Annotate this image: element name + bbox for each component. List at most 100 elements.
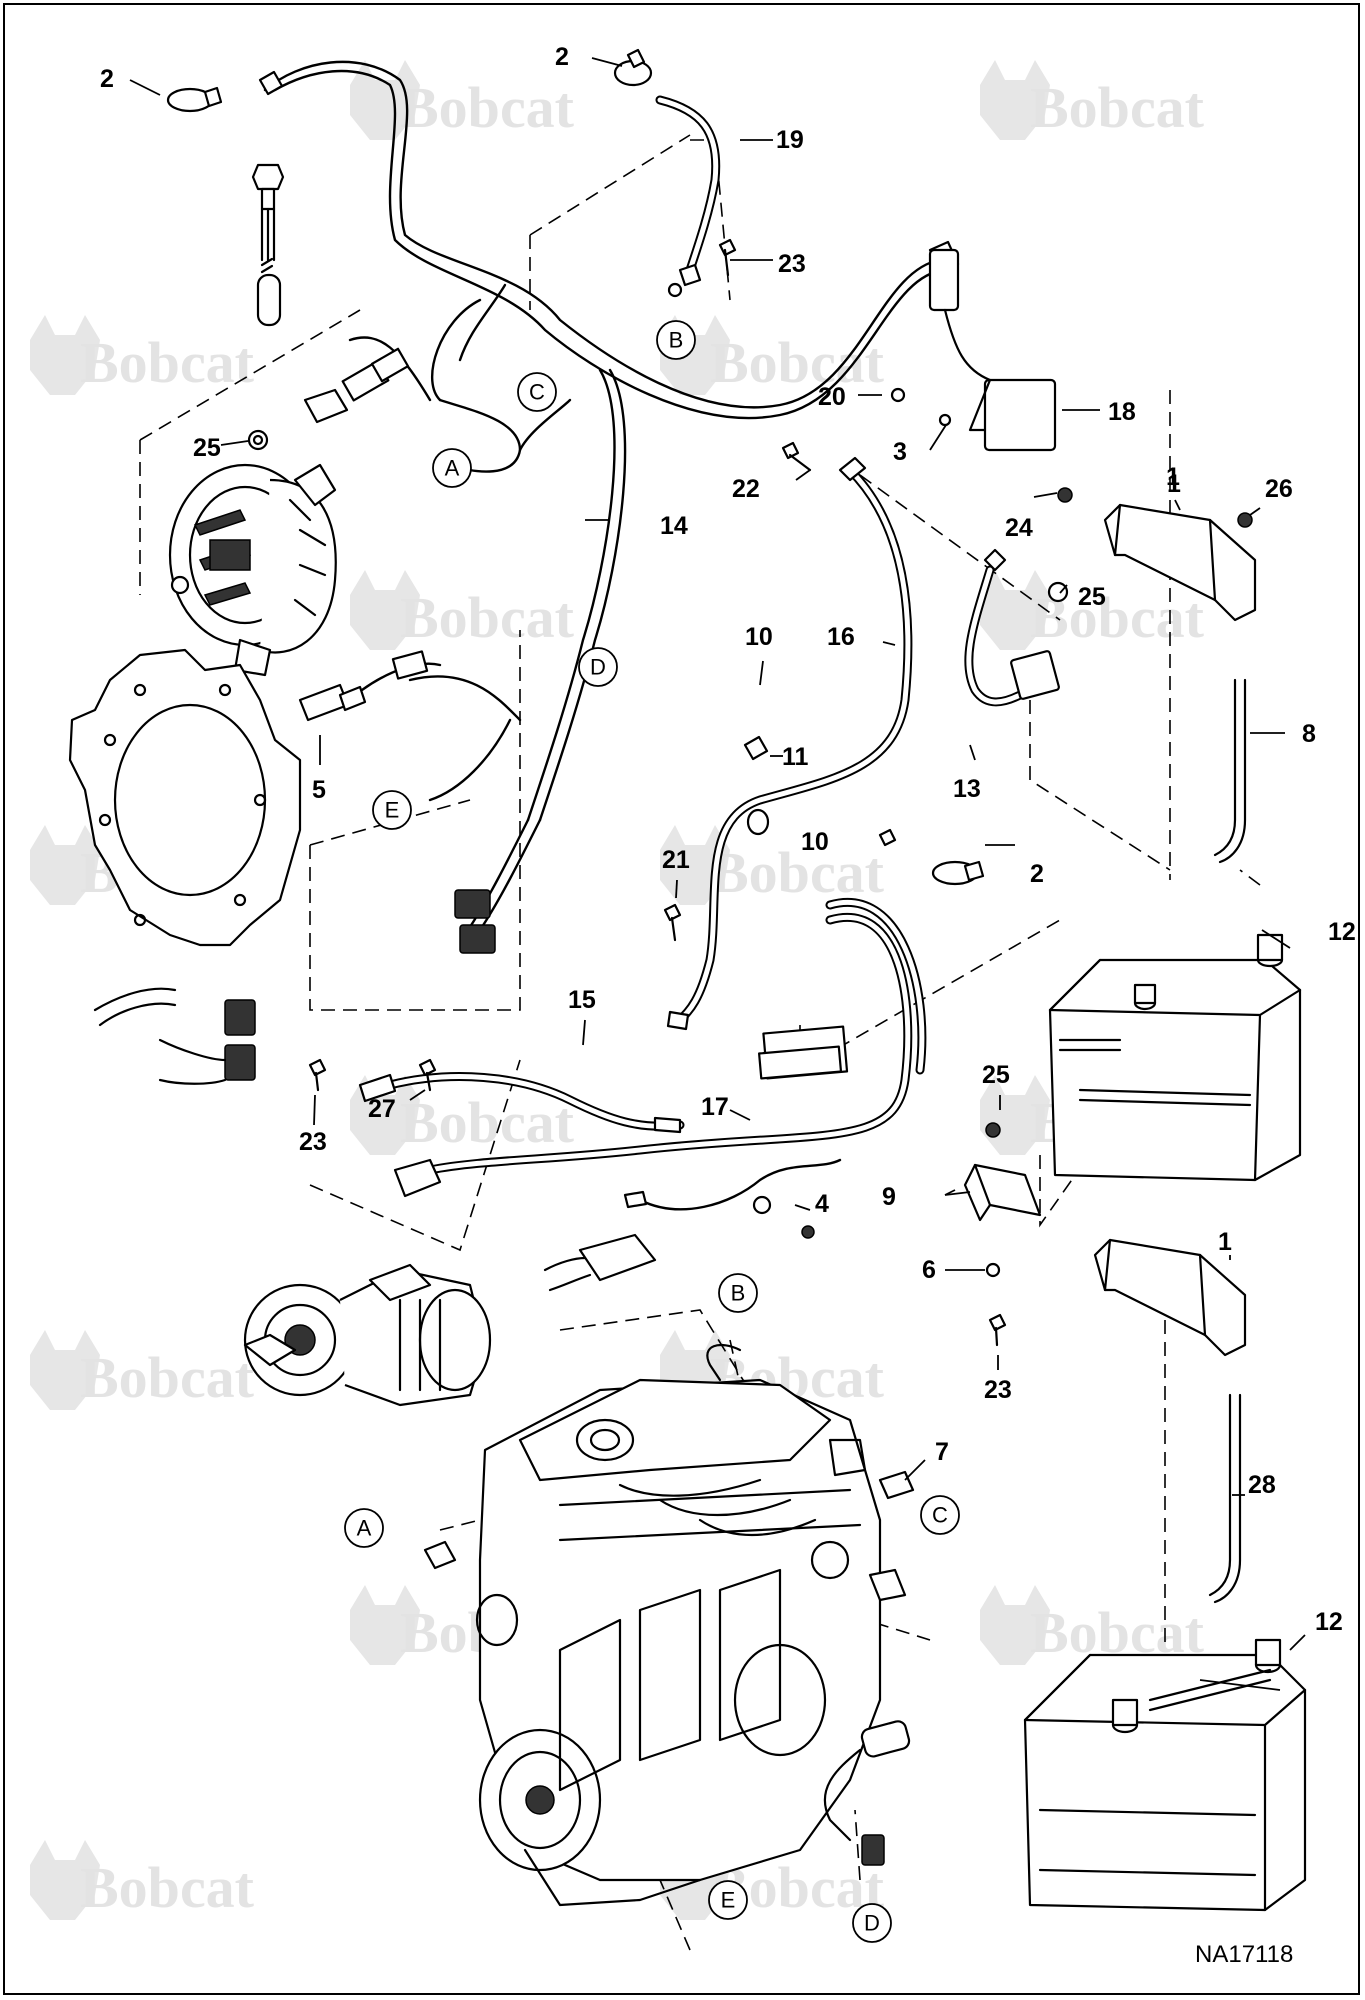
hardware-bolts[interactable] [247, 238, 1253, 1347]
callout-21: 21 [662, 846, 690, 874]
callout-25: 25 [1078, 583, 1106, 611]
callout-19: 19 [776, 126, 804, 154]
watermark: Bobcat [980, 1585, 1205, 1665]
reference-letter-circle: C [920, 1495, 960, 1535]
positive-battery-cable[interactable] [393, 898, 927, 1211]
reference-letter-circle: C [517, 372, 557, 412]
diagram-border [3, 3, 1360, 1995]
reference-letter: E [721, 1888, 736, 1913]
watermark: Bobcat [30, 1330, 255, 1410]
pressure-switch-sensor[interactable] [251, 163, 285, 327]
battery-lower[interactable] [1023, 1638, 1307, 1912]
callout-20: 20 [818, 383, 846, 411]
callout-6: 6 [922, 1256, 936, 1284]
callout-14: 14 [660, 512, 688, 540]
watermark-text: Bobcat [400, 1090, 575, 1155]
callout-12: 12 [1328, 918, 1356, 946]
callout-2: 2 [555, 43, 569, 71]
clamp-2[interactable] [166, 48, 985, 886]
bobcat-logo-icon [980, 570, 1050, 650]
callout-1: 1 [1166, 463, 1180, 491]
callout-10: 10 [745, 623, 773, 651]
reference-letter: C [932, 1503, 948, 1528]
reference-letter: A [445, 456, 460, 481]
reference-letter: B [731, 1281, 746, 1306]
callout-11: 11 [782, 743, 809, 771]
watermark-text: Bobcat [80, 1855, 255, 1920]
reference-letter: A [357, 1516, 372, 1541]
bobcat-logo-icon [30, 825, 100, 905]
callout-25: 25 [193, 434, 221, 462]
reference-letter-circle: E [708, 1880, 748, 1920]
alternator[interactable] [168, 463, 337, 677]
battery-tray-bracket[interactable] [963, 1163, 1042, 1222]
bobcat-logo-icon [350, 1585, 420, 1665]
callout-23: 23 [984, 1376, 1012, 1404]
watermark: Bobcat [660, 315, 885, 395]
callout-28: 28 [1248, 1471, 1276, 1499]
reference-letter-circle: E [372, 790, 412, 830]
bobcat-logo-icon [30, 315, 100, 395]
watermark: Bobcat [350, 60, 575, 140]
callout-23: 23 [299, 1128, 327, 1156]
reference-letter-circle: D [578, 647, 618, 687]
starter-motor[interactable] [243, 1263, 492, 1407]
battery-holddown[interactable] [1093, 503, 1257, 1604]
callout-7: 7 [935, 1438, 949, 1466]
watermark-text: Bobcat [400, 585, 575, 650]
battery-upper[interactable] [1048, 933, 1302, 1182]
callout-8: 8 [1302, 720, 1316, 748]
callout-3: 3 [893, 438, 907, 466]
callout-2: 2 [100, 65, 114, 93]
reference-letter-circle: A [432, 448, 472, 488]
reference-letter: B [669, 328, 684, 353]
watermark: Bobcat [30, 1840, 255, 1920]
wiring-harness[interactable] [258, 60, 960, 932]
callout-18: 18 [1108, 398, 1136, 426]
callout-10: 10 [801, 828, 829, 856]
callout-2: 2 [1030, 860, 1044, 888]
callout-5: 5 [312, 776, 326, 804]
glow-plug-relay[interactable] [890, 248, 1073, 503]
callout-9: 9 [882, 1183, 896, 1211]
bobcat-logo-icon [980, 1585, 1050, 1665]
callout-16: 16 [827, 623, 855, 651]
watermark-text: Bobcat [710, 840, 885, 905]
alternator-connector[interactable] [303, 347, 410, 424]
bobcat-logo-icon [350, 570, 420, 650]
callout-15: 15 [568, 986, 596, 1014]
bobcat-logo-icon [30, 1840, 100, 1920]
cable-13[interactable] [964, 548, 1060, 707]
engine-block[interactable] [475, 1343, 907, 1907]
callout-26: 26 [1265, 475, 1293, 503]
reference-letter: C [529, 380, 545, 405]
reference-letter: E [385, 798, 400, 823]
watermark: Bobcat [660, 825, 885, 905]
bobcat-logo-icon [980, 60, 1050, 140]
engine-back-plate[interactable] [68, 648, 302, 947]
callout-4: 4 [815, 1190, 829, 1218]
callout-1: 1 [1167, 470, 1181, 498]
harness-connectors[interactable] [93, 889, 496, 1085]
drawing-number: NA17118 [1195, 1941, 1293, 1968]
callout-27: 27 [368, 1095, 396, 1123]
bobcat-logo-icon [30, 1330, 100, 1410]
reference-letter: D [590, 655, 606, 680]
watermark-text: Bobcat [80, 1345, 255, 1410]
bobcat-logo-icon [350, 60, 420, 140]
battery-negative-cable[interactable] [666, 456, 913, 1031]
temperature-sensor[interactable] [298, 650, 442, 722]
callout-12: 12 [1315, 1608, 1343, 1636]
callout-1: 1 [1218, 1228, 1232, 1256]
engine-sensors[interactable] [423, 1470, 915, 1866]
cable-19[interactable] [655, 95, 721, 298]
watermark-text: Bobcat [80, 330, 255, 395]
starter-relay[interactable] [543, 1195, 815, 1292]
ground-cable[interactable] [358, 1072, 685, 1134]
reference-letter-circle: B [718, 1273, 758, 1313]
watermark: Bobcat [980, 60, 1205, 140]
callout-17: 17 [701, 1093, 729, 1121]
